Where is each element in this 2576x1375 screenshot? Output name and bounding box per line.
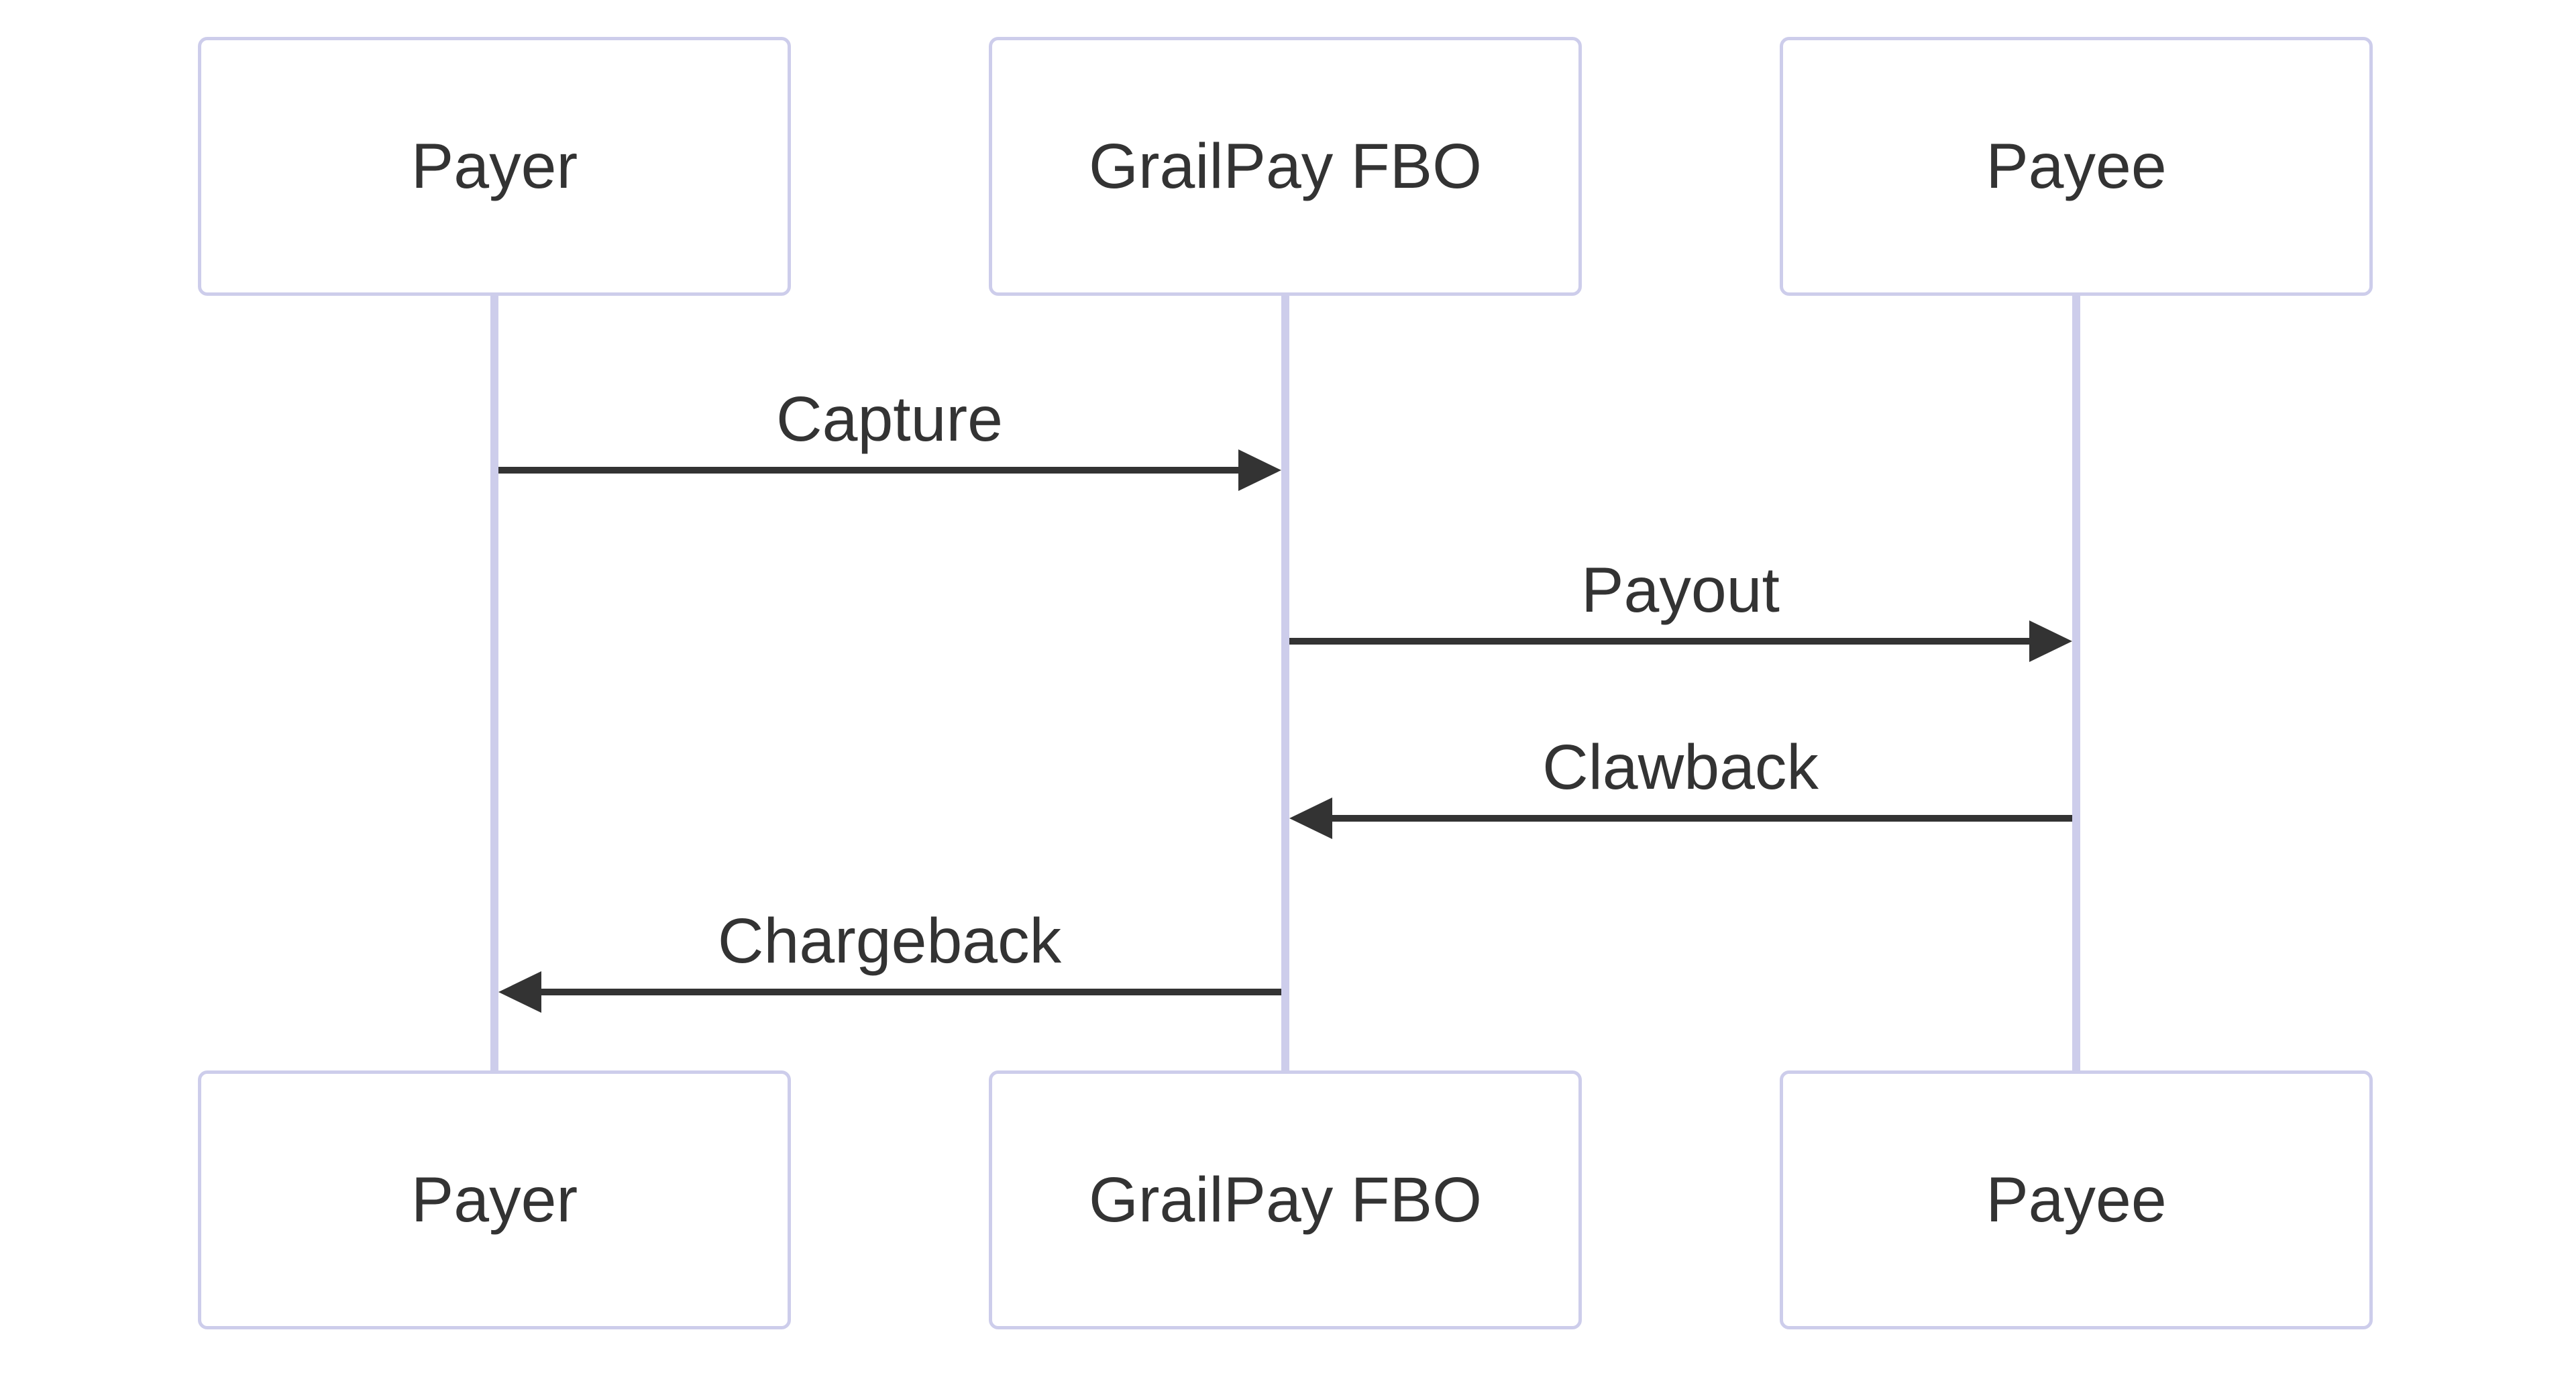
arrowhead-left-icon [498, 971, 541, 1013]
actor-label-grailpay-fbo-top: GrailPay FBO [1089, 130, 1482, 202]
actor-label-payer-top: Payer [411, 130, 578, 202]
actor-box-payer-bottom: Payer [198, 1070, 791, 1329]
actor-label-payee-top: Payee [1986, 130, 2167, 202]
message-arrow-chargeback [541, 989, 1281, 995]
lifeline-payer [490, 296, 498, 1070]
message-arrow-clawback [1332, 815, 2072, 822]
arrowhead-right-icon [1238, 449, 1281, 491]
arrowhead-left-icon [1289, 798, 1332, 839]
actor-box-grailpay-fbo-bottom: GrailPay FBO [989, 1070, 1582, 1329]
message-label-payout: Payout [1581, 555, 1780, 626]
message-arrow-capture [498, 467, 1238, 474]
message-arrow-payout [1289, 638, 2029, 645]
lifeline-grailpay-fbo [1281, 296, 1289, 1070]
actor-box-payee-top: Payee [1780, 37, 2373, 296]
actor-box-payer-top: Payer [198, 37, 791, 296]
actor-label-payer-bottom: Payer [411, 1164, 578, 1235]
actor-label-payee-bottom: Payee [1986, 1164, 2167, 1235]
actor-box-grailpay-fbo-top: GrailPay FBO [989, 37, 1582, 296]
message-label-chargeback: Chargeback [717, 905, 1062, 977]
message-label-clawback: Clawback [1542, 732, 1819, 803]
actor-label-grailpay-fbo-bottom: GrailPay FBO [1089, 1164, 1482, 1235]
message-label-capture: Capture [776, 384, 1003, 455]
actor-box-payee-bottom: Payee [1780, 1070, 2373, 1329]
arrowhead-right-icon [2029, 620, 2072, 662]
lifeline-payee [2072, 296, 2080, 1070]
